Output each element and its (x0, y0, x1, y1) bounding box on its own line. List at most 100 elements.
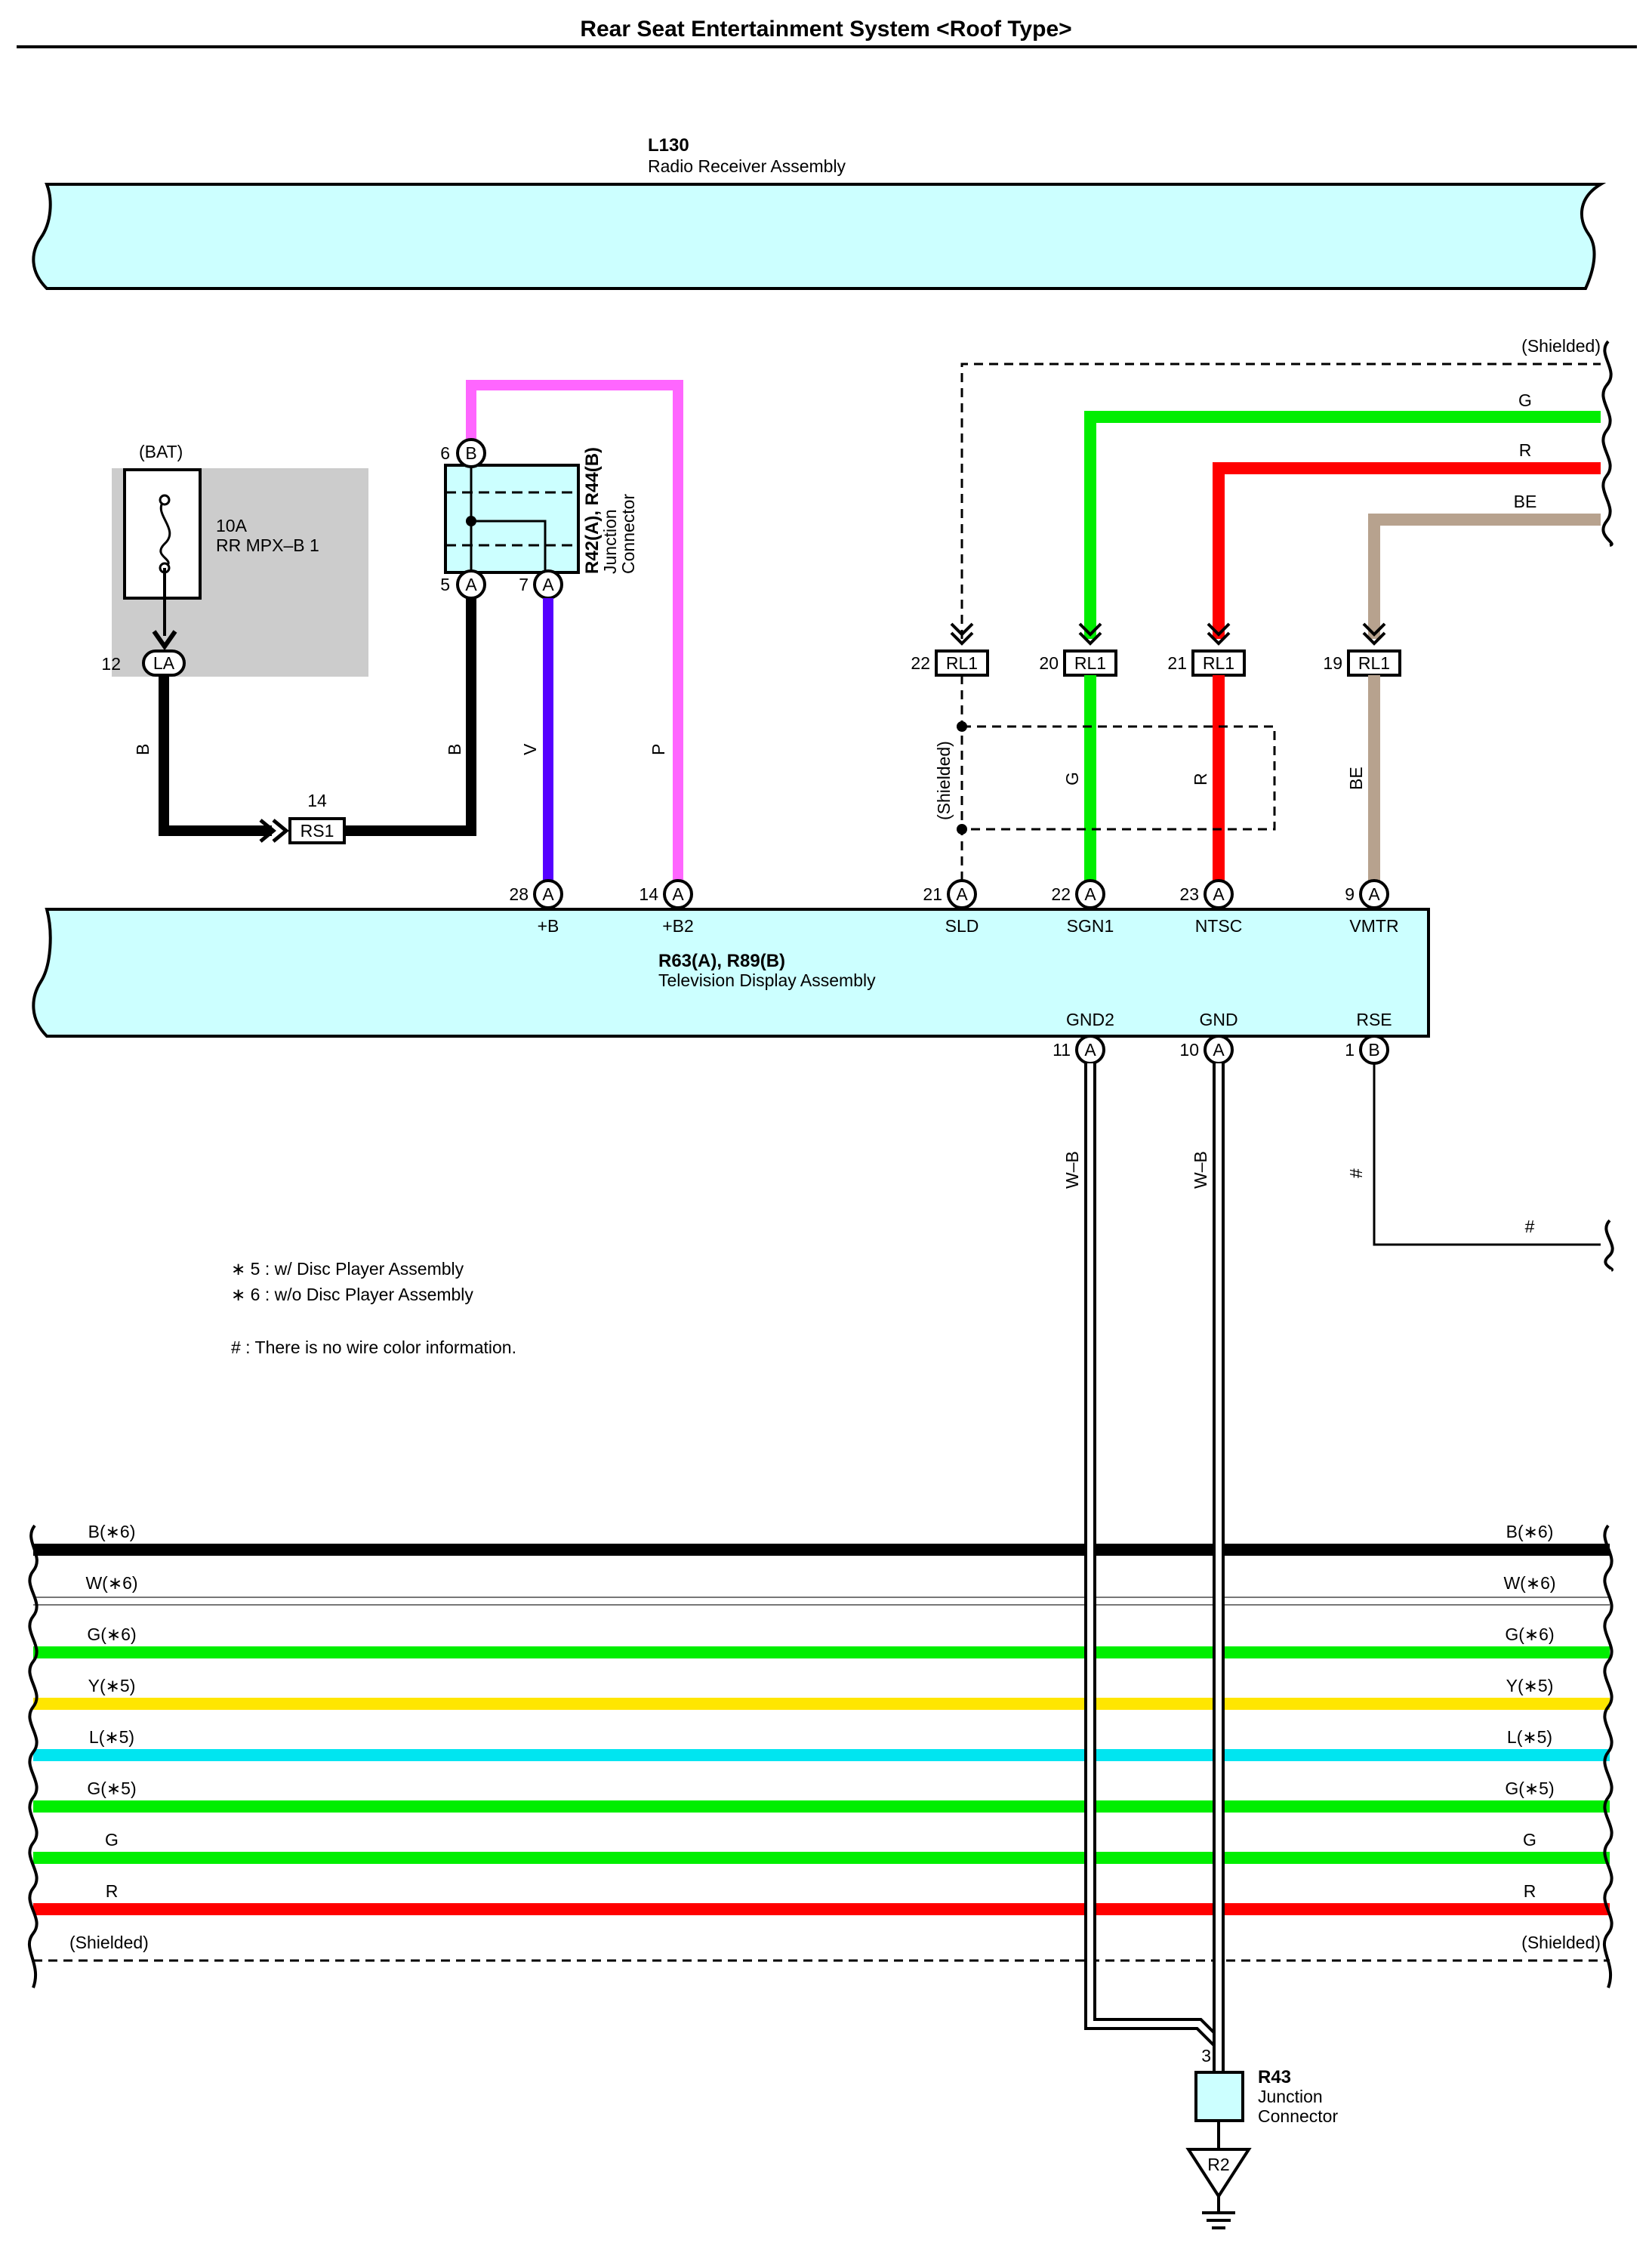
fuse-arrow-icon (152, 630, 177, 651)
rl20-arrow-icon (1078, 622, 1102, 646)
feed-label-shielded: (Shielded) (1521, 336, 1601, 356)
la-label: LA (153, 653, 175, 673)
bus-wire-label-left: (Shielded) (69, 1933, 149, 1952)
tv-pin-conn: A (672, 884, 684, 904)
tv-pin-conn: A (1084, 1040, 1096, 1060)
j5-pin: 5 (440, 575, 450, 594)
fuse-name: RR MPX–B 1 (216, 535, 319, 555)
bus-wire-label-right: W(∗6) (1503, 1573, 1555, 1593)
bus-wire-label-left: R (106, 1881, 119, 1901)
tv-pin-connector (1204, 879, 1234, 909)
shield-box (962, 725, 1276, 831)
rl22-label: RL1 (946, 653, 978, 673)
junction-r42-body (444, 464, 580, 574)
tv-pin-number: 10 (1179, 1040, 1199, 1060)
rs1-connector (288, 817, 346, 844)
tv-pin-label: +B (538, 916, 559, 936)
tv-pin-gnd2: GND2 11 A (1053, 1010, 1114, 1065)
rl20-connector (1063, 649, 1117, 677)
bus-wire-label-left: G (105, 1830, 119, 1850)
tv-pin-connector (947, 879, 977, 909)
wire-b-rs1-j5 (344, 597, 476, 836)
bus-wire-label-right: (Shielded) (1521, 1933, 1601, 1952)
wire-label-hash-h: # (1525, 1217, 1535, 1236)
fuse-terminal-top (159, 494, 171, 506)
wire-label-hash-v: # (1346, 1168, 1366, 1178)
feed-label-g: G (1518, 390, 1532, 410)
tv-pin-number: 23 (1179, 884, 1199, 904)
tv-pin-number: 28 (509, 884, 529, 904)
junction-r42-code: R42(A), R44(B) (582, 447, 603, 574)
tv-pin-conn: A (1213, 1040, 1225, 1060)
la-pin: 12 (101, 654, 121, 674)
rse-break-icon (1604, 1219, 1614, 1272)
tv-pin-conn: A (1368, 884, 1380, 904)
tv-pin-label: RSE (1356, 1010, 1392, 1029)
wire-shielded-feed (960, 363, 1601, 639)
page-title: Rear Seat Entertainment System <Roof Typ… (580, 17, 1071, 42)
junction-r42-node (466, 516, 476, 526)
wire-label-r: R (1191, 773, 1210, 785)
rs1-label: RS1 (301, 821, 334, 841)
rl19-arrow-icon (1362, 622, 1386, 646)
tv-pin-connector (663, 879, 693, 909)
j6-connector (456, 438, 486, 468)
rl21-arrow-icon (1207, 622, 1231, 646)
radio-receiver-assembly (32, 183, 1607, 290)
bus-wire-label-right: G(∗6) (1505, 1624, 1554, 1644)
wire-b-la-rs1 (159, 675, 272, 836)
radio-name: Radio Receiver Assembly (648, 156, 846, 176)
tv-pin-sgn1: 22 A SGN1 (1051, 879, 1114, 936)
tv-pin-label: VMTR (1349, 916, 1398, 936)
junction-r43-line1: Junction (1258, 2087, 1323, 2106)
bat-label: (BAT) (139, 442, 183, 461)
rl21-label: RL1 (1203, 653, 1234, 673)
shield-node-bottom (957, 824, 967, 835)
j7-label: A (542, 575, 554, 594)
bus-wire-label-right: G (1523, 1830, 1536, 1850)
j5-label: A (465, 575, 477, 594)
rl19-pin: 19 (1323, 653, 1342, 673)
tv-pin-conn: A (1213, 884, 1225, 904)
junction-r43-pin: 3 (1201, 2046, 1211, 2066)
tv-pin-label: SLD (945, 916, 979, 936)
tv-pin-plus-b2: 14 A +B2 (639, 879, 694, 936)
tv-pin-plus-b: 28 A +B (509, 879, 563, 936)
tv-pin-connector (1075, 879, 1105, 909)
bus-wire-label-right: G(∗5) (1505, 1779, 1554, 1798)
bus-right-break-icon (1603, 1524, 1613, 1988)
tv-name: Television Display Assembly (658, 970, 876, 990)
tv-pin-number: 21 (923, 884, 942, 904)
feed-label-be: BE (1514, 492, 1537, 511)
bus-wire-label-left: B(∗6) (88, 1522, 136, 1541)
ground-icon (1202, 2196, 1235, 2229)
bus-wire-label-right: Y(∗5) (1506, 1676, 1554, 1695)
j6-label: B (465, 443, 476, 463)
tv-pin-label: GND2 (1066, 1010, 1114, 1029)
bus-left-break-icon (28, 1524, 39, 1988)
tv-pin-number: 22 (1051, 884, 1071, 904)
note-2: ∗ 6 : w/o Disc Player Assembly (231, 1285, 473, 1304)
wire-p (466, 380, 683, 881)
wire-label-wb1: W–B (1062, 1151, 1082, 1189)
tv-pin-conn: A (542, 884, 554, 904)
tv-pin-number: 11 (1053, 1040, 1071, 1060)
wire-g-feed (1084, 411, 1601, 639)
wire-rse (1373, 1063, 1601, 1246)
tv-pin-number: 1 (1345, 1040, 1355, 1060)
tv-code: R63(A), R89(B) (658, 951, 785, 971)
junction-r43-line2: Connector (1258, 2106, 1338, 2126)
rl22-arrow-icon (950, 622, 974, 646)
junction-r42-line2: Connector (618, 494, 638, 574)
tv-pin-ntsc: 23 A NTSC (1179, 879, 1242, 936)
shield-node-top (957, 721, 967, 732)
rl20-pin: 20 (1039, 653, 1059, 673)
fuse-body (123, 468, 202, 600)
bus-wire-label-left: W(∗6) (85, 1573, 137, 1593)
wire-label-b1: B (133, 744, 153, 755)
wire-label-p: P (649, 744, 668, 755)
ground-label: R2 (1207, 2155, 1229, 2174)
radio-code: L130 (648, 135, 689, 156)
rl19-label: RL1 (1358, 653, 1390, 673)
